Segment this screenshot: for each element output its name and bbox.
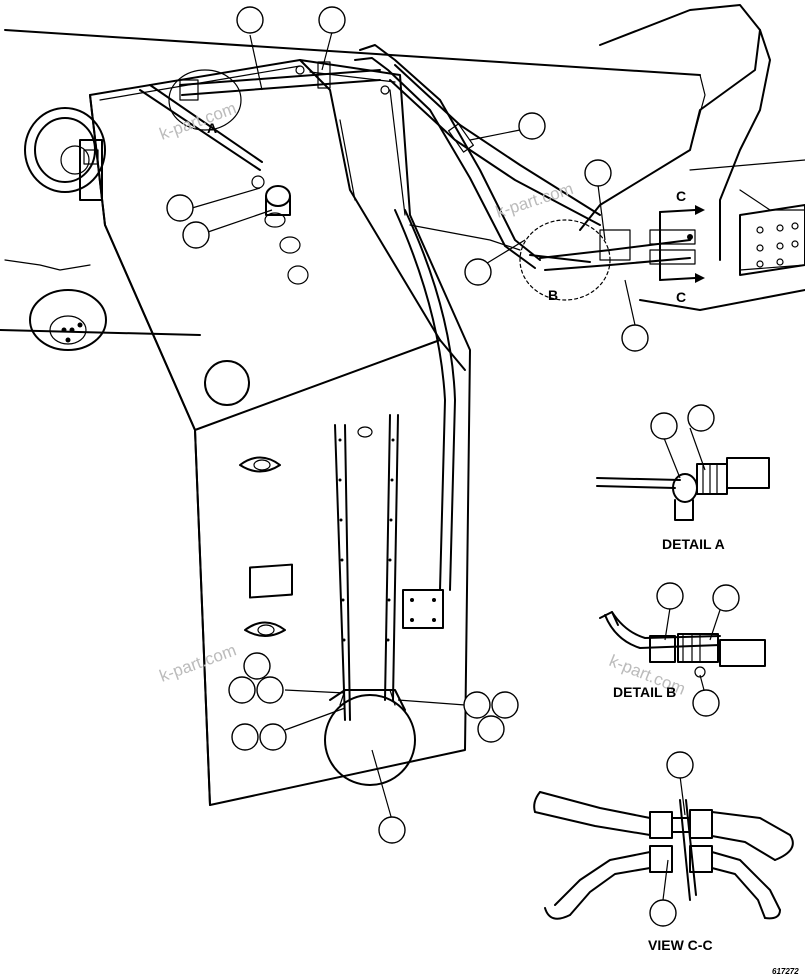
reference-callout-icon[interactable] <box>621 324 649 352</box>
reference-callout-icon[interactable] <box>463 691 491 719</box>
reference-callout-icon[interactable] <box>491 691 519 719</box>
detail-a-caption: DETAIL A <box>662 536 725 552</box>
reference-callout-icon[interactable] <box>166 194 194 222</box>
reference-callout-icon[interactable] <box>318 6 346 34</box>
reference-callout-icon[interactable] <box>650 412 678 440</box>
reference-callout-icon[interactable] <box>656 582 684 610</box>
reference-callout-icon[interactable] <box>584 159 612 187</box>
view-cc-caption: VIEW C-C <box>648 937 713 953</box>
fuel-lines <box>139 44 696 301</box>
reference-callout-icon[interactable] <box>236 6 264 34</box>
reference-callout-icon[interactable] <box>259 723 287 751</box>
view-marker-c-top: C <box>676 188 686 204</box>
reference-callout-icon[interactable] <box>243 652 271 680</box>
reference-callout-icon[interactable] <box>666 751 694 779</box>
frame-outline <box>0 4 805 336</box>
reference-callout-icon[interactable] <box>477 715 505 743</box>
reference-callout-icon[interactable] <box>712 584 740 612</box>
reference-callout-icon[interactable] <box>378 816 406 844</box>
view-marker-a: A <box>207 120 217 136</box>
left-lower-cap <box>4 259 107 351</box>
step-plate <box>739 204 805 276</box>
detail-b-drawing <box>599 611 766 678</box>
reference-callout-icon[interactable] <box>692 689 720 717</box>
detail-a-drawing <box>596 457 770 521</box>
watermark-2: k-part.com <box>493 179 575 222</box>
detail-b-caption: DETAIL B <box>613 684 676 700</box>
detail-a-circle <box>168 69 242 131</box>
view-marker-b: B <box>548 287 558 303</box>
reference-callout-icon[interactable] <box>231 723 259 751</box>
watermark-3: k-part.com <box>157 640 239 685</box>
section-c-arrows <box>659 205 705 283</box>
reference-callout-icon[interactable] <box>256 676 284 704</box>
reference-callout-icon[interactable] <box>228 676 256 704</box>
view-cc-drawing <box>533 791 794 920</box>
reference-callout-icon[interactable] <box>687 404 715 432</box>
callouts <box>166 6 740 927</box>
view-marker-c-bottom: C <box>676 289 686 305</box>
leader-lines <box>191 31 721 901</box>
figure-number: 617272 <box>772 967 799 976</box>
fuel-tank <box>79 59 471 806</box>
reference-callout-icon[interactable] <box>464 258 492 286</box>
reference-callout-icon[interactable] <box>649 899 677 927</box>
reference-callout-icon[interactable] <box>182 221 210 249</box>
reference-callout-icon[interactable] <box>518 112 546 140</box>
